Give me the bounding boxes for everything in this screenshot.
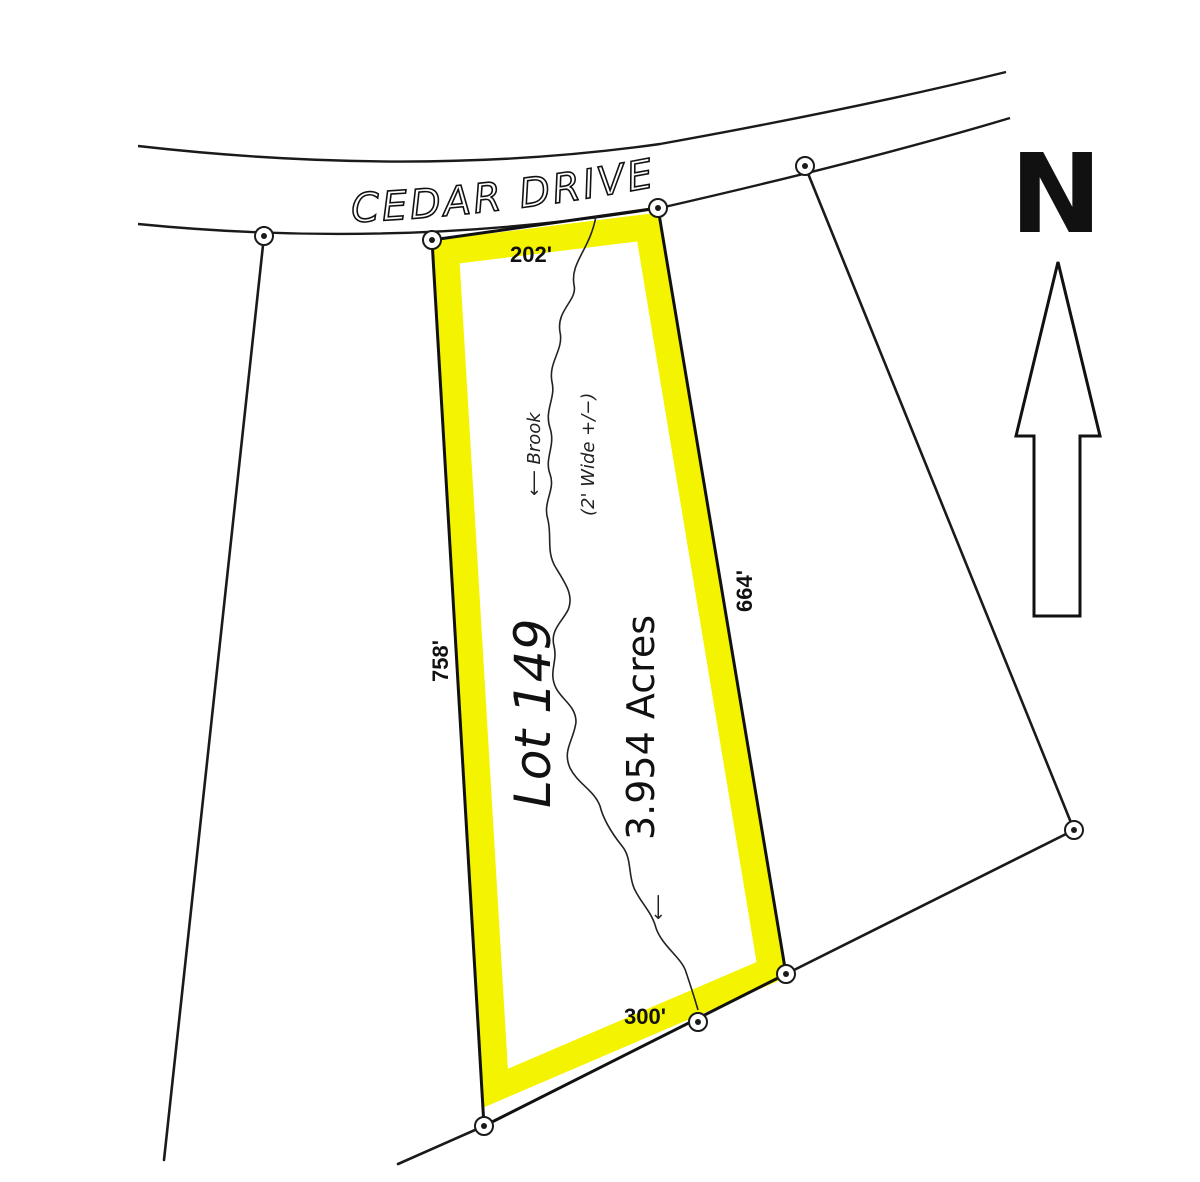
dimension-north: 202' — [510, 242, 552, 267]
lot-line-west-neighbor — [162, 234, 266, 1162]
survey-pin — [474, 1116, 494, 1136]
north-letter: N — [1010, 130, 1102, 258]
brook-flow-arrow: ⟵ — [648, 894, 669, 920]
dimension-east: 664' — [732, 570, 757, 612]
survey-pin — [776, 964, 796, 984]
brook-width-note: (2' Wide +/−) — [578, 393, 599, 516]
survey-pin — [422, 230, 442, 250]
rear-line-east — [784, 828, 1076, 976]
survey-pin — [254, 226, 274, 246]
survey-pin — [795, 156, 815, 176]
lot-acreage: 3.954 Acres — [619, 615, 663, 840]
brook-label: ⟵ Brook — [524, 411, 545, 496]
lot-149-highlight — [432, 212, 786, 1108]
survey-pin — [1064, 820, 1084, 840]
lot-number: Lot 149 — [504, 619, 562, 808]
north-arrow-icon — [1014, 261, 1102, 618]
brook-line — [545, 215, 699, 1011]
rear-line-west — [396, 1124, 486, 1166]
survey-pin — [688, 1012, 708, 1032]
dimension-south: 300' — [624, 1004, 666, 1029]
lot-line-east-neighbor — [803, 164, 1076, 832]
survey-pin — [648, 198, 668, 218]
dimension-west: 758' — [428, 640, 453, 682]
road-edge-north — [137, 70, 1007, 163]
